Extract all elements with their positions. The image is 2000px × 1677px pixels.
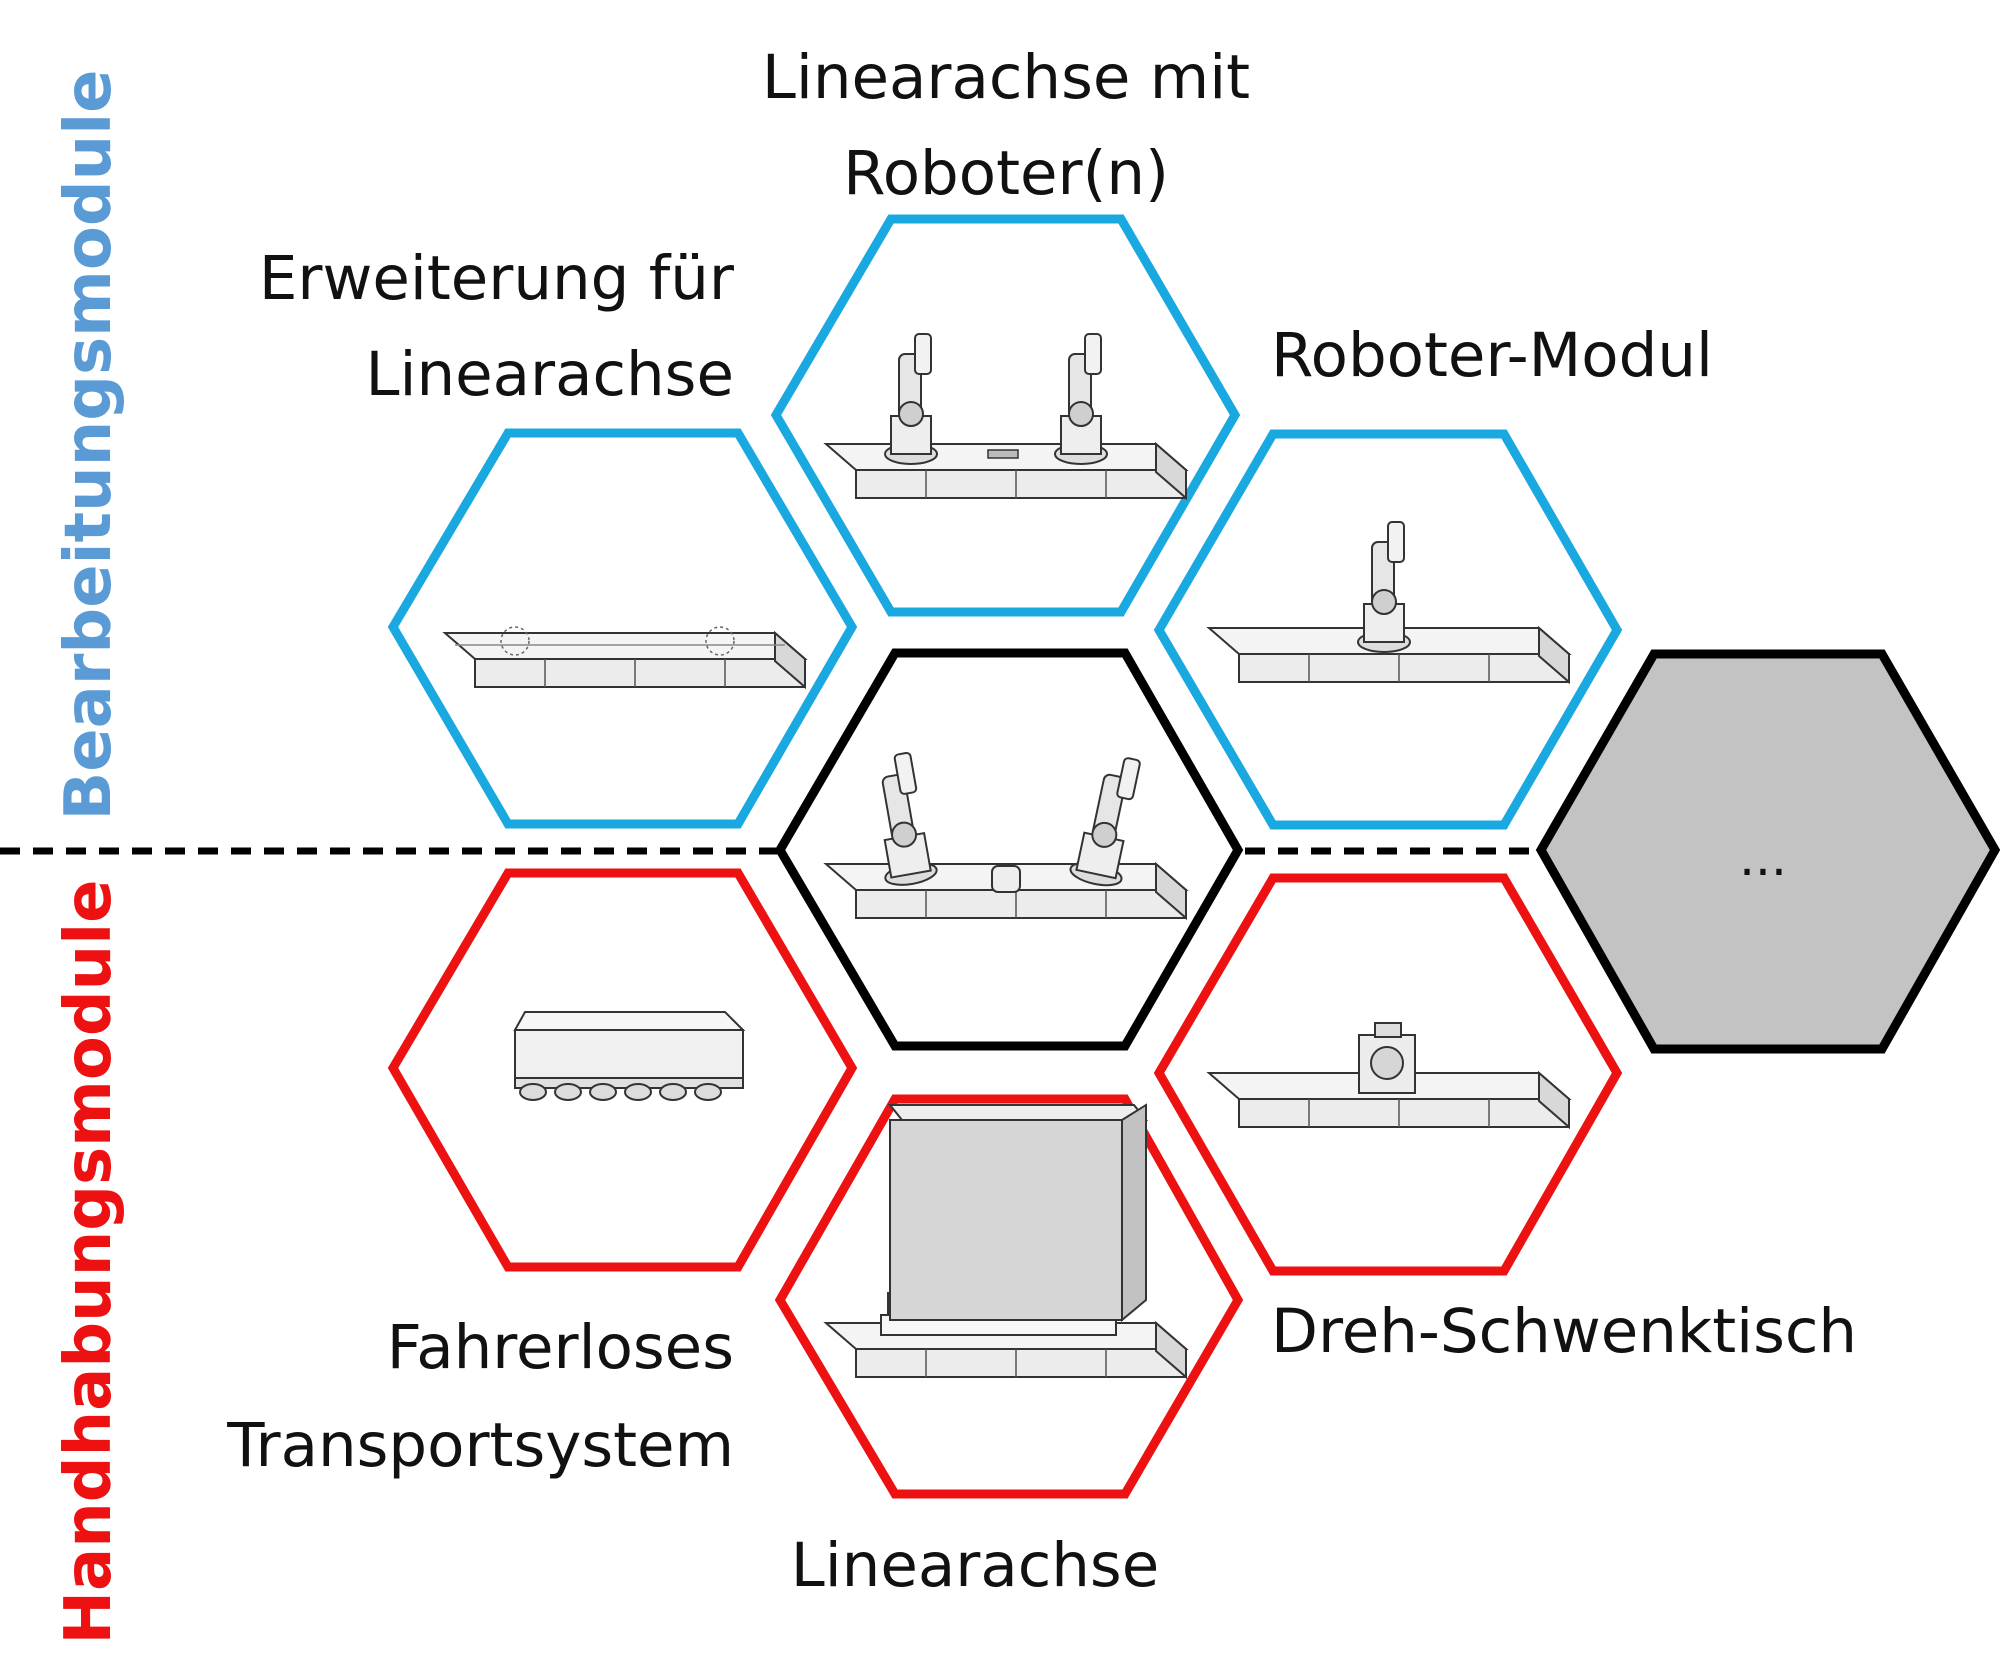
side-label-bearbeitungsmodule: Bearbeitungsmodule xyxy=(52,69,126,820)
hex-linear-axis-extension xyxy=(387,428,858,829)
agv-vehicle-icon xyxy=(513,1011,746,1101)
hex-linear-axis-with-robots xyxy=(770,214,1241,617)
label-turn-tilt-table: Dreh-Schwenktisch xyxy=(1271,1296,1857,1367)
turn-tilt-table-icon xyxy=(1208,1022,1570,1128)
label-linear-axis-with-robots-2: Roboter(n) xyxy=(843,138,1169,209)
label-agv-2: Transportsystem xyxy=(226,1410,734,1481)
label-agv-1: Fahrerloses xyxy=(387,1312,734,1383)
label-linear-axis-with-robots-1: Linearachse mit xyxy=(762,42,1250,113)
label-more-modules: ... xyxy=(1739,829,1787,887)
label-robot-module: Roboter-Modul xyxy=(1271,320,1713,391)
hex-more-modules xyxy=(1535,649,2000,1054)
label-extension-2: Linearachse xyxy=(366,339,734,410)
label-extension-1: Erweiterung für xyxy=(259,243,735,314)
linear-axis-platform-icon xyxy=(444,626,806,688)
label-linear-axis: Linearachse xyxy=(791,1530,1159,1601)
linear-axis-load-icon xyxy=(825,1103,1187,1378)
side-label-handhabungsmodule: Handhabungsmodule xyxy=(52,879,126,1644)
cell-with-robots-icon xyxy=(825,750,1187,919)
hex-central-cell xyxy=(774,648,1244,1051)
linear-axis-two-robots-icon xyxy=(825,333,1187,499)
